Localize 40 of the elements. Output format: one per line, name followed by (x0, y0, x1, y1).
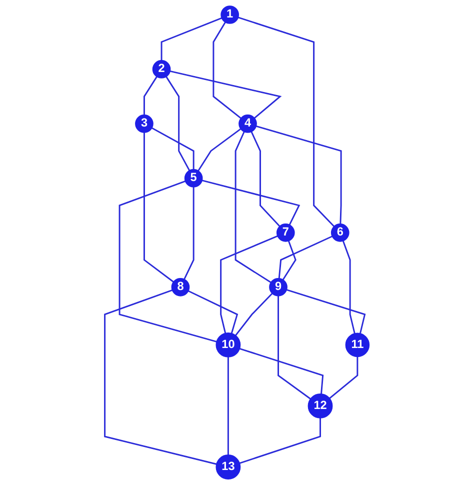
connector (166, 76, 190, 171)
connector (227, 357, 229, 455)
node-circle: 2 (152, 60, 171, 78)
connector (235, 293, 273, 336)
node-circle: 13 (216, 454, 241, 480)
connector (239, 418, 321, 464)
connector (184, 187, 194, 280)
node-circle: 10 (216, 332, 241, 358)
connector (143, 132, 174, 282)
connector (202, 180, 300, 226)
node-circle: 7 (276, 224, 295, 242)
connector (286, 289, 366, 334)
node-circle: 12 (308, 394, 333, 418)
connector (278, 296, 311, 400)
node-circle: 3 (135, 114, 154, 133)
node-circle: 6 (330, 224, 350, 242)
node-circle: 1 (220, 6, 240, 24)
connector (212, 22, 242, 119)
connector (160, 17, 222, 60)
connector (256, 125, 342, 224)
connector (234, 131, 272, 284)
connector (282, 240, 296, 280)
node-circle: 4 (238, 114, 257, 133)
node-circle: 5 (184, 169, 203, 188)
connector (170, 70, 282, 119)
connector (342, 240, 356, 334)
node-circle: 9 (269, 278, 288, 296)
connector (250, 131, 280, 227)
connector (329, 356, 358, 399)
connector (152, 127, 194, 170)
connector (143, 76, 158, 115)
connector (239, 348, 324, 394)
connector (118, 180, 217, 342)
connector (188, 290, 238, 334)
connector (198, 128, 242, 172)
node-circle: 8 (171, 278, 190, 296)
connector (278, 236, 332, 278)
connector (220, 235, 278, 334)
node-circle: 11 (345, 332, 370, 358)
connector (104, 289, 217, 465)
